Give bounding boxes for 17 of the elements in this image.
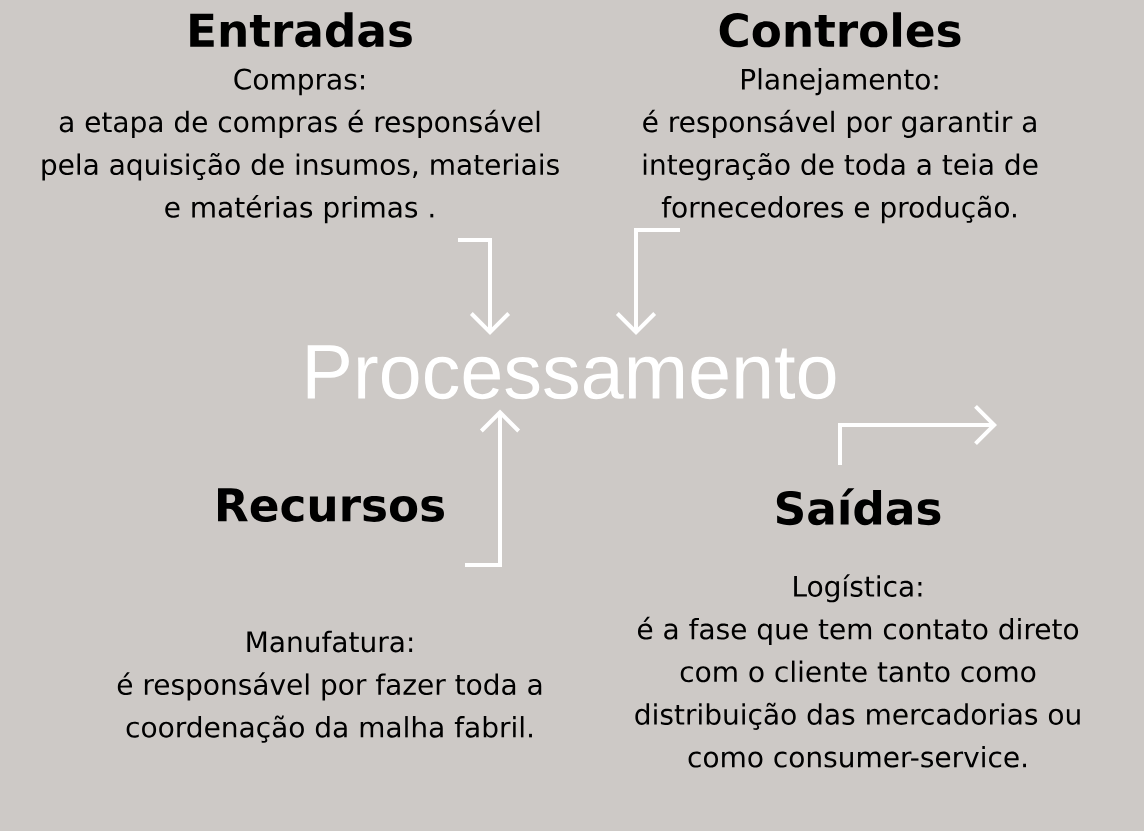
center-title: Processamento — [307, 345, 836, 400]
heading: Entradas — [190, 12, 412, 48]
description: é a fase que tem contato direto com o cliente tanto como distribuição das mercadorias ou como consumer-service. — [635, 616, 1080, 768]
heading: Recursos — [218, 488, 444, 522]
heading: Controles — [719, 12, 961, 48]
arrow — [838, 404, 997, 465]
description: é responsável por garantir a integração de toda a teia de fornecedores e produção. — [643, 109, 1038, 224]
heading: Saídas — [776, 488, 941, 526]
subheading: Planejamento: — [742, 68, 938, 96]
arrow — [458, 238, 511, 335]
subheading: Manufatura: — [247, 630, 413, 653]
subheading: Logística: — [794, 574, 922, 603]
description: é responsável por fazer toda a coordenação da malha fabril. — [117, 672, 542, 743]
description: a etapa de compras é responsável pela aquisição de insumos, materiais e matérias primas . — [42, 109, 559, 224]
arrow — [615, 228, 680, 335]
subheading: Compras: — [234, 68, 364, 96]
arrow — [465, 409, 521, 567]
